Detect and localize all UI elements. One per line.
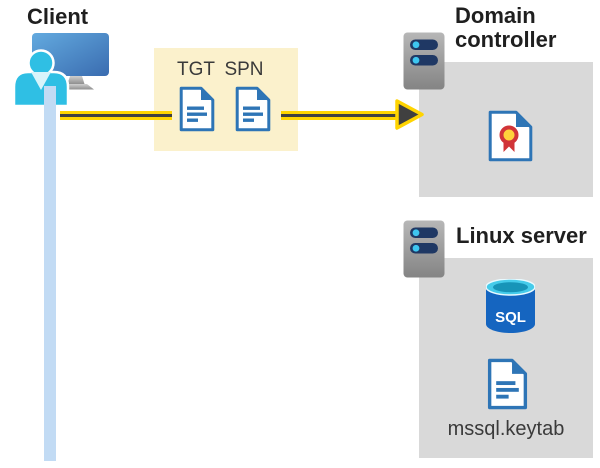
sql-database-icon: SQL bbox=[486, 279, 535, 333]
spn-label: SPN bbox=[224, 59, 264, 80]
ticket-box bbox=[154, 48, 298, 151]
spn-document-icon bbox=[235, 86, 271, 132]
linux-server-icon bbox=[403, 220, 445, 278]
client-label: Client bbox=[27, 4, 89, 29]
sql-label: SQL bbox=[495, 309, 526, 326]
monitor-stand bbox=[67, 76, 85, 84]
tgt-document-icon bbox=[179, 86, 215, 132]
auth-request-arrow-head bbox=[395, 99, 424, 130]
domain-controller-label: Domain controller bbox=[455, 3, 557, 52]
tgt-label: TGT bbox=[177, 59, 215, 80]
keytab-filename-label: mssql.keytab bbox=[447, 418, 565, 440]
domain-controller-server-icon bbox=[403, 32, 445, 90]
client-timeline bbox=[44, 86, 56, 461]
certificate-icon bbox=[488, 110, 533, 162]
keytab-document-icon bbox=[487, 358, 528, 410]
user-workstation-icon bbox=[12, 33, 109, 108]
linux-server-label: Linux server bbox=[456, 223, 587, 248]
